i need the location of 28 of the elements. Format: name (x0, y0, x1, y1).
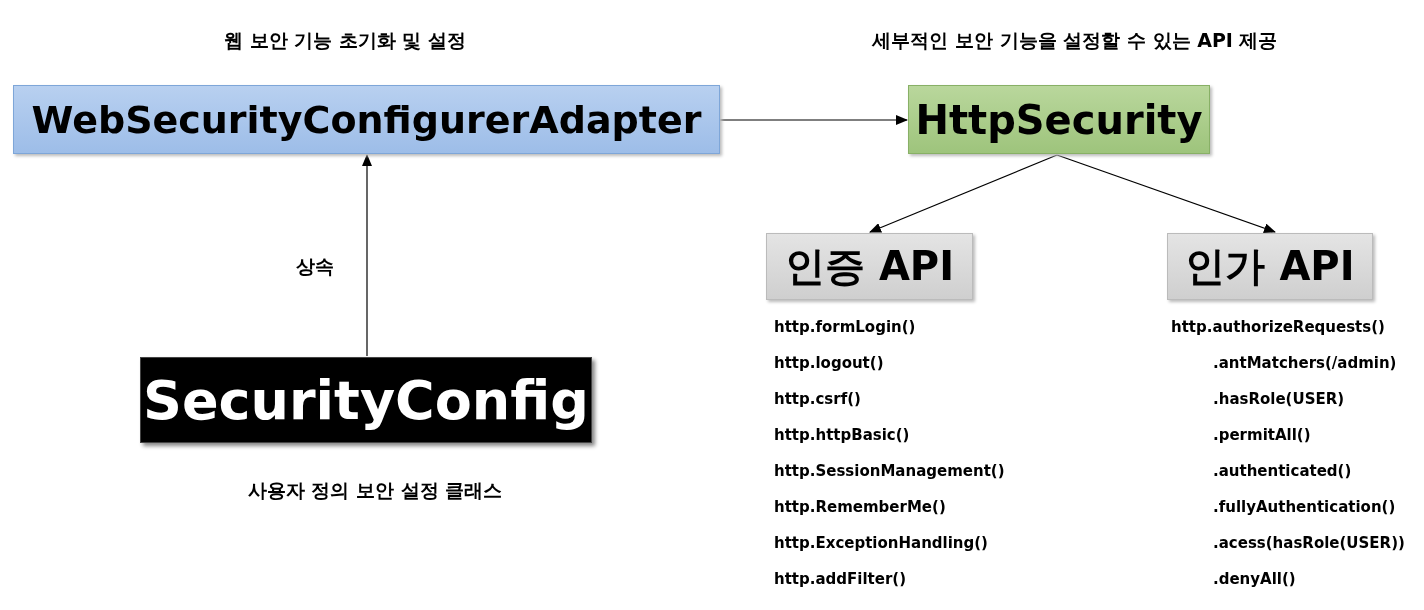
class-box: SecurityConfig (140, 357, 592, 443)
code-text: http.SessionManagement() (774, 462, 1005, 480)
arrow (1056, 154, 1276, 234)
code-text: http.csrf() (774, 390, 861, 408)
code-text: .acess(hasRole(USER)) (1213, 534, 1405, 552)
code-text: http.logout() (774, 354, 884, 372)
heading-text: 웹 보안 기능 초기화 및 설정 (223, 28, 467, 53)
caption-text: 사용자 정의 보안 설정 클래스 (247, 478, 503, 503)
class-box: HttpSecurity (908, 85, 1210, 154)
code-text: http.ExceptionHandling() (774, 534, 988, 552)
code-text: .hasRole(USER) (1213, 390, 1345, 408)
api-box: 인가 API (1167, 233, 1373, 300)
class-box: WebSecurityConfigurerAdapter (13, 85, 720, 154)
code-text: http.formLogin() (774, 318, 916, 336)
arrow (719, 115, 908, 125)
code-text: http.addFilter() (774, 570, 907, 588)
api-box: 인증 API (766, 233, 973, 300)
code-text: .antMatchers(/admin) (1213, 354, 1397, 372)
code-text: http.httpBasic() (774, 426, 910, 444)
arrow (869, 154, 1058, 233)
code-text: http.RememberMe() (774, 498, 946, 516)
code-text: .authenticated() (1213, 462, 1352, 480)
code-text: .permitAll() (1213, 426, 1311, 444)
code-text: http.authorizeRequests() (1171, 318, 1385, 336)
heading-text: 세부적인 보안 기능을 설정할 수 있는 API 제공 (872, 28, 1278, 53)
arrow (362, 154, 372, 357)
code-text: .denyAll() (1213, 570, 1296, 588)
code-text: .fullyAuthentication() (1213, 498, 1396, 516)
